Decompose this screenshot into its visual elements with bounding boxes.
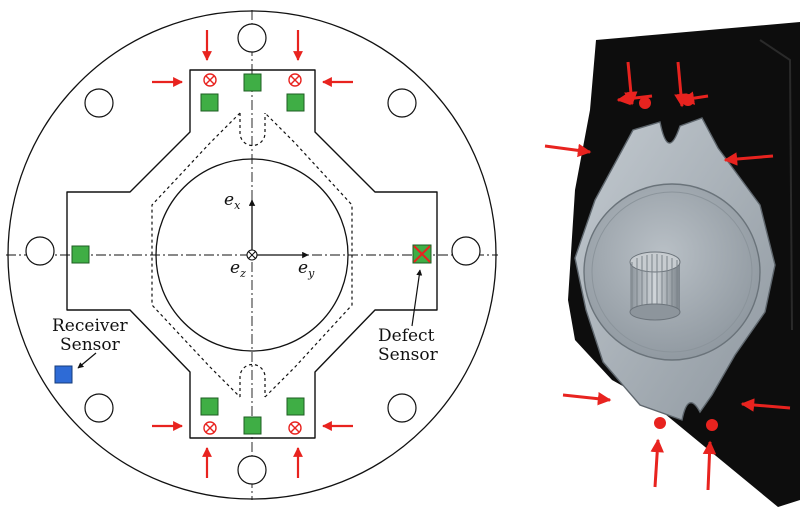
defect-label-line1: Defect [378, 326, 435, 346]
contact-ball [706, 419, 718, 431]
force-arrow [680, 91, 709, 105]
force-arrow [702, 440, 717, 491]
housing-edge-highlight [759, 39, 793, 331]
schematic-diagram: ex ey ez [6, 10, 498, 500]
cross-plate-outline [66, 69, 438, 439]
bolt-hole-top [237, 23, 267, 53]
rendered-3d-model [544, 22, 800, 507]
dashed-inner-contour [151, 112, 353, 398]
force-arrow [616, 91, 653, 106]
contact-ball [639, 97, 651, 109]
bolt-hole-bottom [237, 455, 267, 485]
ez-axis-label: ez [230, 258, 246, 280]
ex-axis-label: ex [224, 190, 241, 212]
bolt-hole-bottom-right [387, 393, 417, 423]
defect-label-line2: Sensor [378, 345, 439, 365]
top-slot [239, 113, 266, 147]
central-bore-circle [155, 158, 349, 352]
contact-ball [654, 417, 666, 429]
ey-axis-label: ey [298, 258, 315, 280]
sensor-left [71, 245, 90, 264]
force-arrow [562, 392, 612, 406]
sensor-top-center [243, 73, 262, 92]
sensor-bottom-center [243, 416, 262, 435]
sensor-top-left [200, 93, 219, 112]
force-arrow [740, 398, 791, 412]
sensor-bottom-left [200, 397, 219, 416]
splined-shaft [629, 251, 681, 321]
receiver-sensor [54, 365, 73, 384]
sensor-bottom-right [286, 397, 305, 416]
sensor-top-right [286, 93, 305, 112]
force-arrows-schematic [152, 30, 353, 478]
receiver-label-line2: Sensor [60, 335, 121, 355]
defect-sensor [412, 244, 432, 264]
clamp-point-bottom-left [203, 421, 217, 435]
ez-out-of-plane-symbol [246, 249, 258, 261]
force-arrow [650, 438, 664, 488]
bolt-hole-top-right [387, 88, 417, 118]
bolt-hole-bottom-left [84, 393, 114, 423]
bolt-hole-top-left [84, 88, 114, 118]
force-arrow [544, 143, 592, 158]
bolt-hole-left [25, 236, 55, 266]
bolt-hole-right [451, 236, 481, 266]
defect-leader-arrow [411, 269, 423, 327]
clamp-point-bottom-right [288, 421, 302, 435]
clamp-point-top-left [203, 73, 217, 87]
force-arrow [723, 152, 774, 166]
force-arrows-render [544, 61, 791, 491]
receiver-label-line1: Receiver [52, 316, 129, 336]
receiver-leader-arrow [77, 352, 97, 369]
flange-disc-rim [591, 191, 753, 353]
clamp-point-top-right [288, 73, 302, 87]
bottom-slot [239, 363, 266, 397]
